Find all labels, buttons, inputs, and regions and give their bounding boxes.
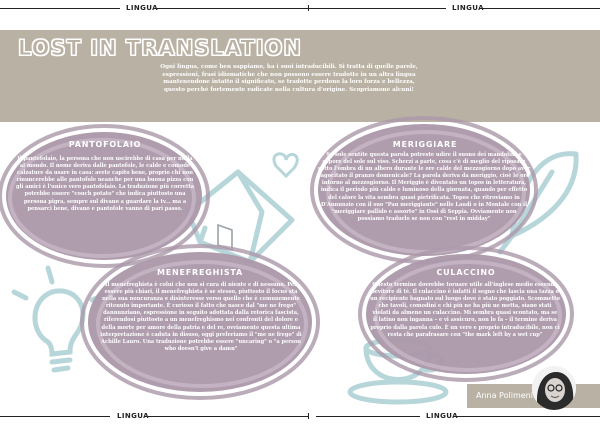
entry-text-menefreghista: Il menefreghista è colui che non si cura… — [100, 282, 302, 352]
blob-culaccino — [366, 254, 566, 374]
header-rule-center — [156, 8, 316, 9]
running-header-left: LINGUA — [126, 4, 158, 12]
footer-rule-end — [456, 416, 600, 417]
running-header-right: LINGUA — [452, 4, 484, 12]
footer-rule-left — [0, 416, 110, 417]
house-sketch-icon — [185, 169, 295, 265]
author-avatar — [532, 366, 576, 410]
header-rule-right — [316, 8, 446, 9]
running-footer-right: LINGUA — [426, 412, 458, 420]
page-title: LOST IN TRANSLATION — [18, 36, 302, 61]
header-rule-end — [482, 8, 600, 9]
author-name: Anna Polimeni — [476, 391, 533, 400]
entry-title-meriggiare: MERIGGIARE — [392, 140, 458, 149]
blob-pantofolaio — [6, 132, 202, 260]
header-tick — [308, 5, 309, 11]
entry-title-menefreghista: MENEFREGHISTA — [156, 268, 244, 277]
blob-menefreghista — [88, 252, 312, 392]
footer-rule-right — [316, 416, 420, 417]
entry-text-meriggiare: Se sole sentite questa parola potreste u… — [318, 152, 531, 222]
running-footer-left: LINGUA — [117, 412, 149, 420]
entry-text-pantofolaio: Il pantofolaio, la persona che non uscir… — [15, 156, 195, 212]
footer-rule-center — [148, 416, 308, 417]
entry-title-culaccino: CULACCINO — [436, 268, 496, 277]
blob-meriggiare — [318, 124, 530, 256]
author-portrait-icon — [532, 366, 576, 410]
title-band — [0, 30, 600, 122]
heart-sketch-icon — [272, 152, 299, 179]
entry-text-culaccino: Questo termine dovrebbe tornare utile al… — [370, 282, 560, 338]
header-rule-left — [0, 8, 120, 9]
footer-tick — [308, 413, 309, 419]
entry-title-pantofolaio: PANTOFOLAIO — [68, 140, 142, 149]
intro-text: Ogni lingua, come ben sappiamo, ha i suo… — [160, 64, 418, 93]
